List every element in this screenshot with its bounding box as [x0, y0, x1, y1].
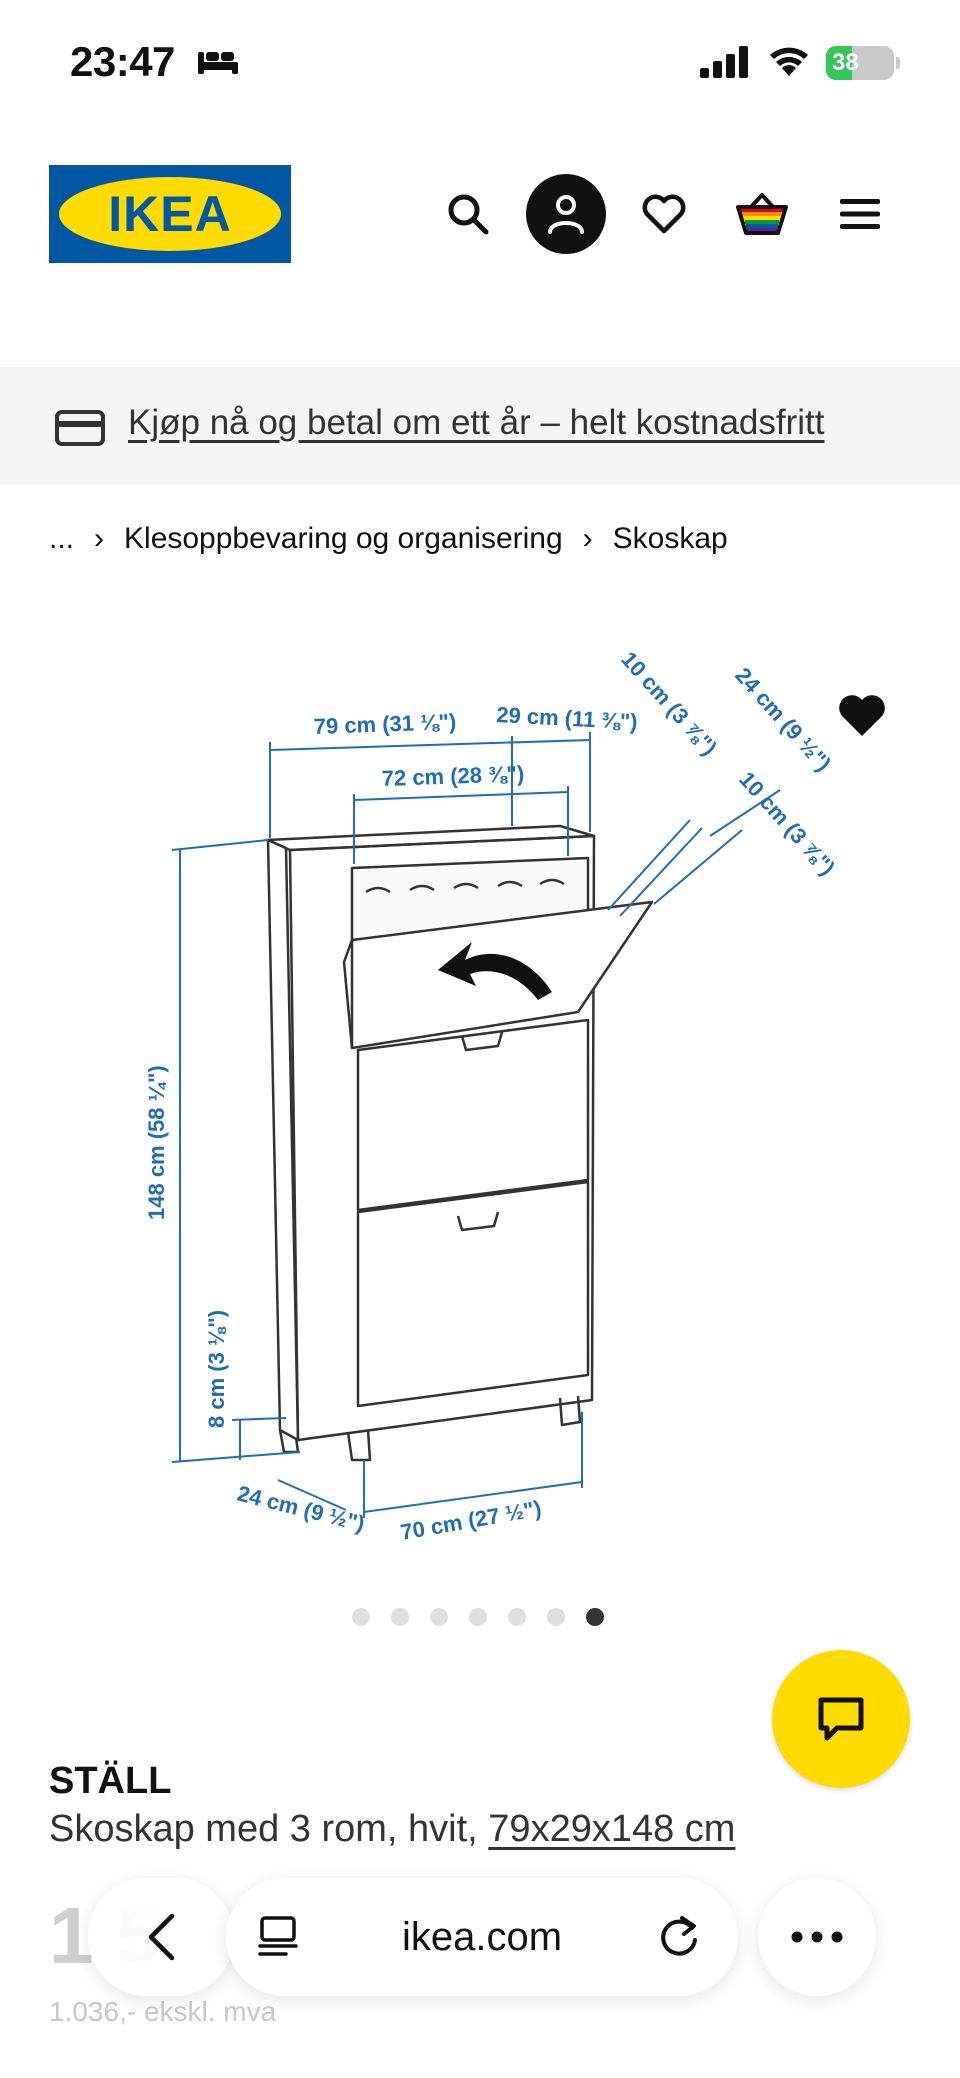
image-gallery-dots: [352, 1608, 604, 1626]
dim-leg-height: 8 cm (3 ⅛"): [204, 1310, 229, 1428]
breadcrumb-ellipsis[interactable]: ...: [49, 522, 75, 555]
dim-width-outer: 79 cm (31 ⅛"): [313, 709, 456, 739]
browser-more-button[interactable]: [758, 1878, 876, 1996]
menu-button[interactable]: [820, 174, 900, 254]
hamburger-menu-icon: [840, 199, 880, 229]
reload-icon[interactable]: [656, 1914, 702, 1960]
wifi-icon: [770, 47, 808, 76]
heart-outline-icon: [642, 194, 686, 234]
gallery-dot[interactable]: [547, 1608, 565, 1626]
dim-base-depth: 24 cm (9 ½"): [235, 1481, 367, 1537]
breadcrumb-item-category[interactable]: Klesoppbevaring og organisering: [124, 522, 563, 555]
heart-filled-icon[interactable]: [836, 692, 888, 740]
browser-url-text[interactable]: ikea.com: [401, 1915, 563, 1959]
product-price-excl-vat: 1.036,- ekskl. mva: [49, 1996, 277, 2027]
gallery-dot[interactable]: [430, 1608, 448, 1626]
dim-flap-b: 10 cm (3 ⅞"): [734, 767, 840, 881]
breadcrumb-separator-icon: ›: [94, 522, 105, 555]
sleep-mode-icon: [198, 52, 238, 74]
product-dimension-image[interactable]: 79 cm (31 ⅛") 29 cm (11 ⅜") 72 cm (28 ⅜"…: [120, 640, 860, 1560]
gallery-dot[interactable]: [586, 1608, 604, 1626]
status-bar: 23:47 38: [0, 0, 960, 130]
chevron-left-icon: [148, 1913, 175, 1961]
dim-width-inner: 72 cm (28 ⅜"): [381, 761, 524, 791]
browser-back-button[interactable]: [88, 1878, 234, 1996]
cabinet-front: [288, 834, 596, 1442]
battery-cap: [896, 57, 900, 69]
product-name: STÄLL: [49, 1760, 172, 1802]
gallery-dot[interactable]: [469, 1608, 487, 1626]
shopping-basket-icon: [736, 193, 788, 235]
chat-button[interactable]: [772, 1650, 910, 1788]
logo-text: IKEA: [108, 186, 232, 242]
product-description: Skoskap med 3 rom, hvit, 79x29x148 cm: [49, 1808, 735, 1851]
account-button[interactable]: [526, 174, 606, 254]
dim-flap-a: 10 cm (3 ⅞"): [616, 647, 722, 761]
logo-oval: IKEA: [59, 177, 281, 251]
search-icon: [448, 194, 489, 235]
chat-bubble-icon: [818, 1697, 864, 1741]
dim-depth-top: 29 cm (11 ⅜"): [496, 702, 638, 734]
promo-banner: Kjøp nå og betal om ett år – helt kostna…: [0, 367, 960, 485]
battery-fill: [826, 46, 852, 80]
gallery-dot[interactable]: [352, 1608, 370, 1626]
dim-base-width: 70 cm (27 ½"): [399, 1496, 544, 1545]
tab-overview-icon: [258, 1916, 298, 1956]
promo-link[interactable]: Kjøp nå og betal om ett år – helt kostna…: [128, 403, 825, 442]
product-dimensions-link[interactable]: 79x29x148 cm: [488, 1808, 736, 1850]
site-header: IKEA: [0, 140, 960, 290]
cellular-signal-icon: [700, 46, 748, 78]
breadcrumb: ... › Klesoppbevaring og organisering › …: [49, 514, 728, 564]
gallery-dot[interactable]: [508, 1608, 526, 1626]
product-description-text: Skoskap med 3 rom, hvit,: [49, 1808, 489, 1850]
battery-percent: 38: [832, 49, 859, 76]
dim-flap-depth: 24 cm (9 ½"): [730, 663, 836, 777]
cabinet-open-flap: [350, 900, 654, 1050]
browser-url-bar[interactable]: ikea.com: [226, 1878, 738, 1996]
breadcrumb-separator-icon: ›: [582, 522, 593, 555]
credit-card-icon: [55, 410, 105, 446]
open-arrow-icon: [438, 942, 552, 1000]
battery-indicator: 38: [826, 46, 894, 80]
cart-button[interactable]: [722, 174, 802, 254]
breadcrumb-item-current[interactable]: Skoskap: [612, 522, 728, 555]
wishlist-button[interactable]: [624, 174, 704, 254]
status-time: 23:47: [70, 38, 175, 85]
ikea-logo[interactable]: IKEA: [49, 165, 291, 263]
user-icon: [548, 195, 584, 234]
more-dots-icon: [791, 1931, 843, 1943]
gallery-dot[interactable]: [391, 1608, 409, 1626]
dim-height: 148 cm (58 ¼"): [144, 1065, 169, 1220]
search-button[interactable]: [428, 174, 508, 254]
